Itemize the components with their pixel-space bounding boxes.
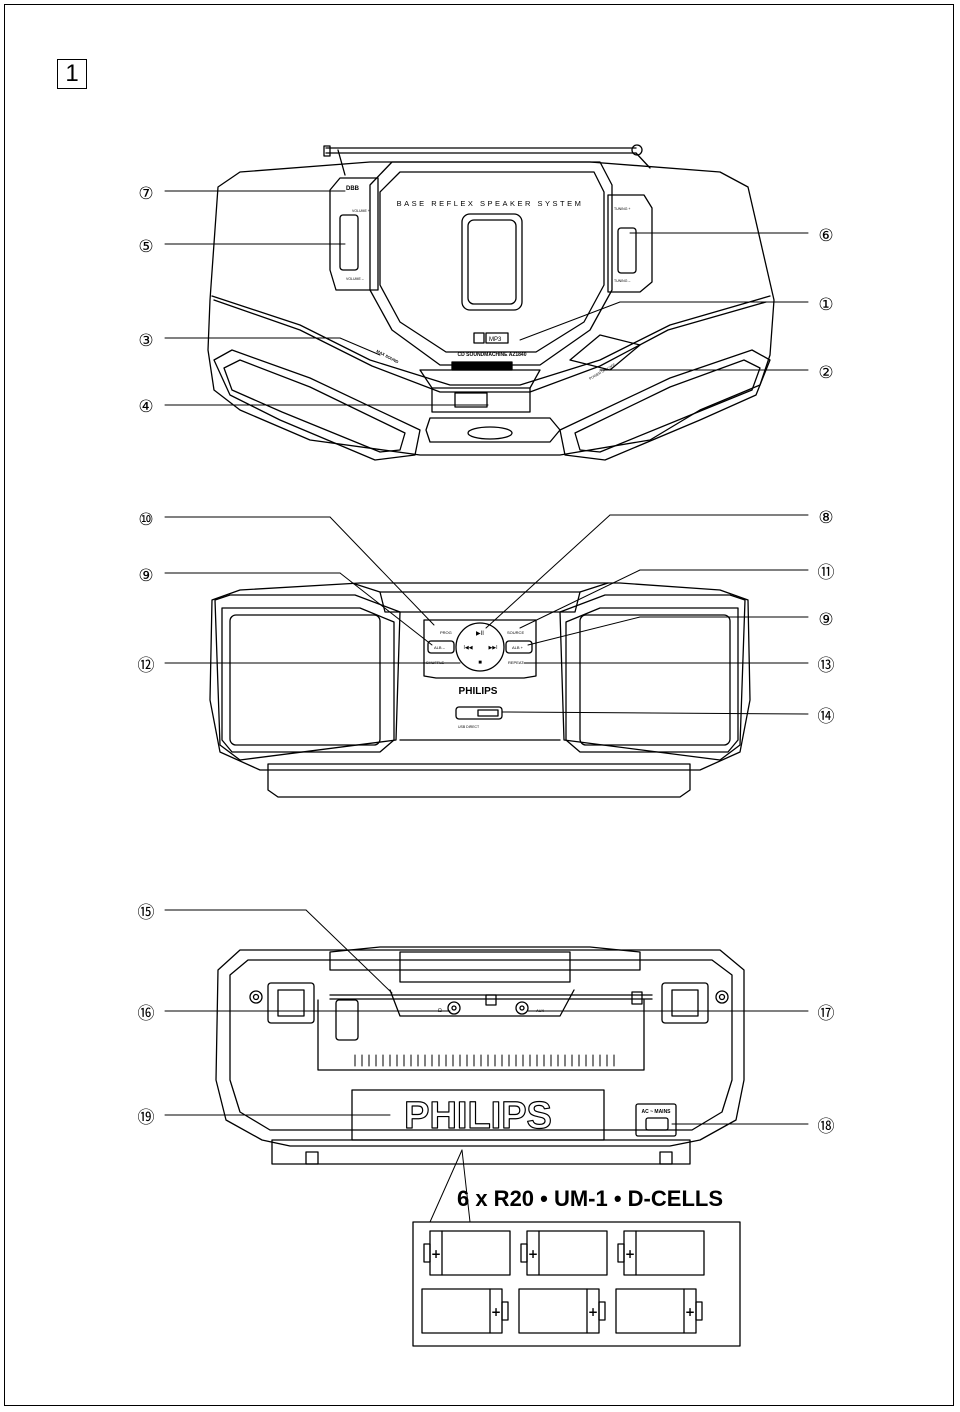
rear-view	[215, 946, 745, 1165]
callout-4: ④	[138, 397, 153, 417]
play-pause-icon: ▶II	[476, 631, 484, 637]
callout-17: ⑰	[818, 1004, 835, 1024]
volume-plus-label: VOLUME +	[352, 209, 370, 213]
callout-15: ⑮	[138, 903, 155, 923]
max-sound-label: MAX SOUND	[376, 348, 400, 364]
previous-icon: I◀◀	[463, 645, 472, 651]
usb-label: USB DIRECT	[458, 725, 480, 729]
right-control-strip	[607, 194, 653, 293]
figure-number-box: 1	[57, 59, 87, 89]
usb-port	[455, 706, 503, 720]
rear-leader-lines	[164, 909, 809, 1223]
top-view	[207, 144, 775, 461]
battery-plus-sign: +	[491, 1305, 501, 1319]
tuning-minus-label: TUNING –	[614, 279, 630, 283]
page-frame	[4, 4, 954, 1406]
top-leader-lines	[164, 190, 809, 406]
callout-1: ①	[818, 295, 833, 315]
battery-cell	[421, 1288, 509, 1334]
battery-plus-sign: +	[625, 1247, 635, 1261]
callout-12: ⑫	[138, 656, 155, 676]
alb-minus-label: ALB –	[434, 645, 446, 650]
next-icon: ▶▶I	[488, 645, 497, 651]
panel-text: BASE REFLEX SPEAKER SYSTEM	[397, 199, 584, 208]
callout-10: ⑩	[138, 510, 153, 530]
callout-14: ⑭	[818, 707, 835, 727]
battery-cell	[520, 1230, 608, 1276]
ac-mains-socket	[635, 1103, 677, 1137]
callout-2: ②	[818, 363, 833, 383]
rear-left-port	[267, 982, 315, 1024]
right-grill-bottom	[559, 349, 771, 461]
battery-plus-sign: +	[588, 1305, 598, 1319]
callout-6: ⑥	[818, 226, 833, 246]
battery-plus-sign: +	[685, 1305, 695, 1319]
battery-box	[412, 1221, 741, 1347]
tuning-plus-label: TUNING +	[614, 207, 630, 211]
callout-16: ⑯	[138, 1004, 155, 1024]
battery-cell	[518, 1288, 606, 1334]
stop-icon: ■	[478, 660, 482, 666]
tuning-rocker	[617, 227, 637, 274]
mp3-badge: MP3	[489, 337, 502, 343]
rear-right-port	[661, 982, 709, 1024]
left-control-strip	[329, 177, 379, 291]
rear-body-outline	[215, 949, 745, 1147]
battery-cell	[615, 1288, 703, 1334]
volume-minus-label: VOLUME –	[346, 277, 364, 281]
antenna	[323, 144, 651, 176]
callout-9-right: ⑨	[818, 610, 833, 630]
nav-ring	[455, 622, 505, 672]
prog-label: PROG	[440, 630, 452, 635]
figure-number: 1	[65, 60, 79, 87]
dbb-label: DBB	[346, 186, 360, 192]
battery-plus-sign: +	[528, 1247, 538, 1261]
callout-3: ③	[138, 331, 153, 351]
callout-11: ⑪	[818, 563, 835, 583]
callout-5: ⑤	[138, 237, 153, 257]
repeat-label: REPEAT	[508, 660, 524, 665]
left-grill-bottom	[213, 349, 421, 461]
callout-19: ⑲	[138, 1108, 155, 1128]
front-body-outline	[209, 582, 751, 771]
phones-jack	[447, 1001, 461, 1015]
aux-jack	[515, 1001, 529, 1015]
cd-lid	[369, 161, 613, 366]
front-brand-label: PHILIPS	[459, 686, 498, 697]
callout-9-left: ⑨	[138, 566, 153, 586]
front-right-grill	[565, 607, 739, 753]
volume-rocker	[339, 214, 359, 271]
front-view	[209, 582, 751, 798]
front-leader-lines	[164, 514, 809, 715]
top-display	[431, 387, 531, 413]
rear-vents	[354, 1054, 615, 1067]
battery-cell	[423, 1230, 511, 1276]
front-base	[267, 763, 691, 798]
ac-mains-label: AC ~ MAINS	[641, 1109, 671, 1115]
rear-brand-label: PHILIPS	[404, 1095, 552, 1137]
front-left-grill	[221, 607, 395, 753]
callout-13: ⑬	[818, 656, 835, 676]
model-label: CD SOUNDMACHINE AZ1840	[458, 352, 527, 358]
callout-7: ⑦	[138, 184, 153, 204]
callout-8: ⑧	[818, 508, 833, 528]
battery-caption: 6 x R20 • UM-1 • D-CELLS	[456, 1186, 723, 1211]
battery-cell	[617, 1230, 705, 1276]
battery-plus-sign: +	[431, 1247, 441, 1261]
source-label: SOURCE	[507, 630, 524, 635]
callout-18: ⑱	[818, 1117, 835, 1137]
alb-plus-label: ALB +	[512, 645, 524, 650]
